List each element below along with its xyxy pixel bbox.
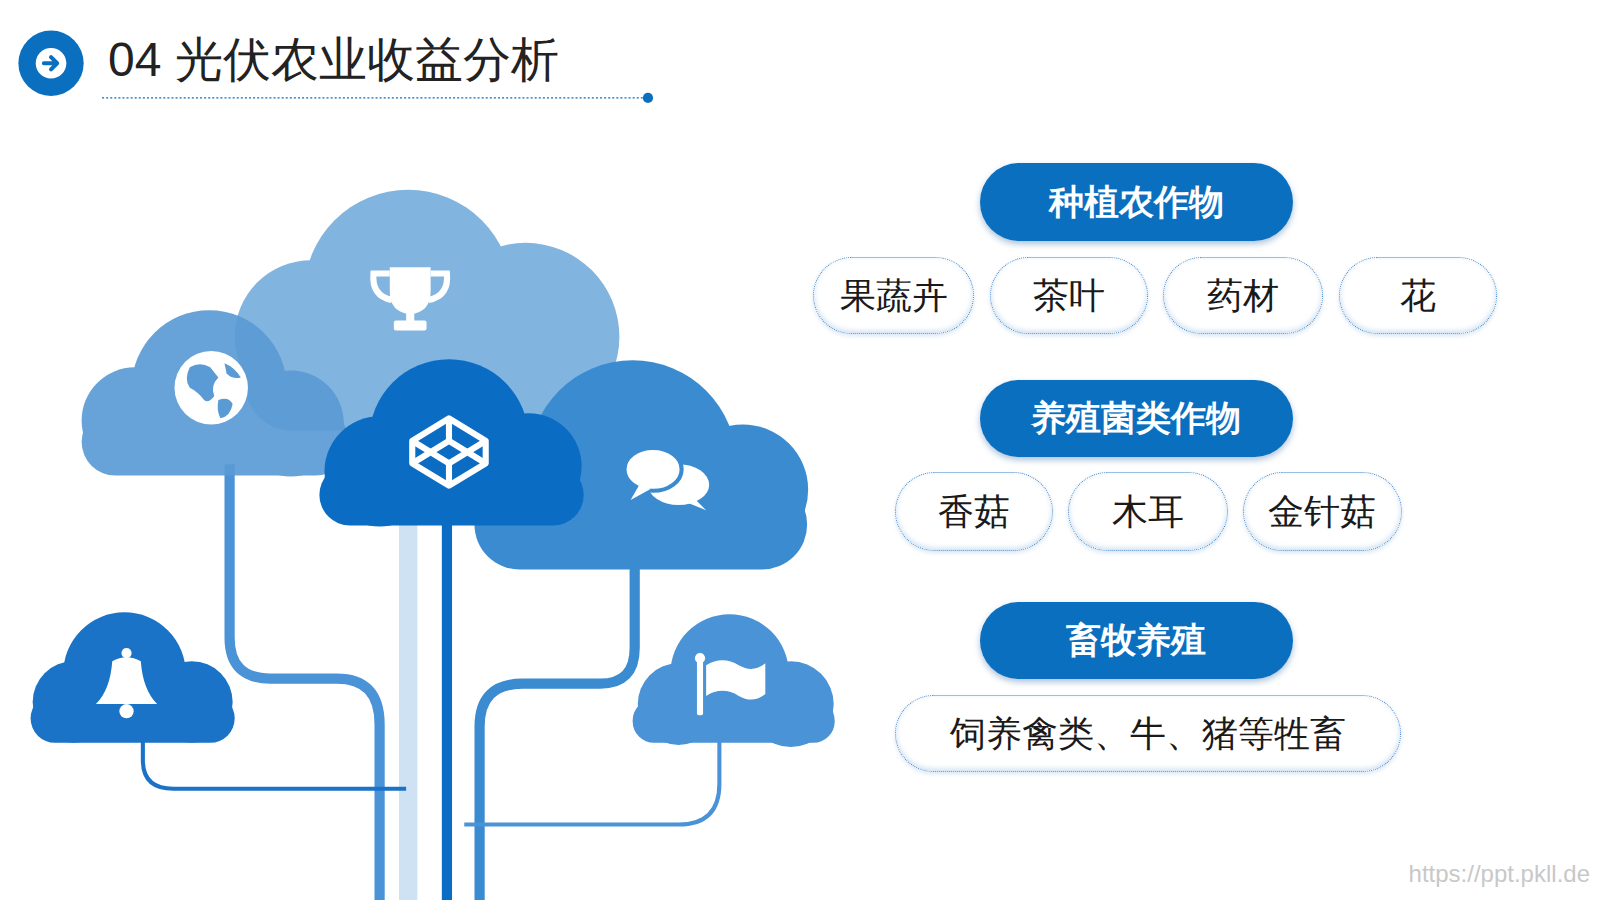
- chat-icon: [624, 448, 709, 510]
- title-marker: [18, 31, 653, 103]
- item-pill: 木耳: [1068, 472, 1227, 551]
- node-label: 花: [1400, 276, 1436, 316]
- node-label: 畜牧养殖: [1066, 621, 1206, 660]
- cloud-flag: [633, 614, 835, 747]
- category-header: 养殖菌类作物: [980, 380, 1293, 458]
- trophy-icon: [373, 267, 447, 330]
- node-label: 种植农作物: [1049, 183, 1224, 222]
- item-pill: 果蔬卉: [813, 257, 974, 334]
- node-label: 饲养禽类、牛、猪等牲畜: [950, 714, 1346, 754]
- cloud-globe: [82, 310, 349, 476]
- cloud-bell: [31, 612, 235, 743]
- item-pill: 茶叶: [990, 257, 1148, 334]
- item-pill: 香菇: [895, 472, 1053, 551]
- category-header: 畜牧养殖: [980, 602, 1293, 679]
- node-label: 香菇: [938, 492, 1010, 532]
- item-pill: 金针菇: [1243, 472, 1402, 551]
- watermark: https://ppt.pkll.de: [1409, 860, 1590, 888]
- node-label: 木耳: [1112, 492, 1184, 532]
- bell-icon: [96, 648, 157, 718]
- item-pill: 饲养禽类、牛、猪等牲畜: [895, 695, 1401, 773]
- node-label: 药材: [1207, 276, 1279, 316]
- category-header: 种植农作物: [980, 163, 1293, 241]
- cube-icon: [412, 418, 485, 485]
- node-label: 茶叶: [1033, 276, 1105, 316]
- globe-icon: [174, 351, 247, 424]
- node-label: 养殖菌类作物: [1031, 399, 1241, 438]
- item-pill: 药材: [1163, 257, 1323, 334]
- page-title: 04 光伏农业收益分析: [108, 34, 559, 87]
- flag-icon: [695, 653, 765, 715]
- node-label: 果蔬卉: [840, 276, 948, 316]
- item-pill: 花: [1339, 257, 1497, 334]
- cloud-cube: [319, 359, 583, 526]
- node-label: 金针菇: [1268, 492, 1376, 532]
